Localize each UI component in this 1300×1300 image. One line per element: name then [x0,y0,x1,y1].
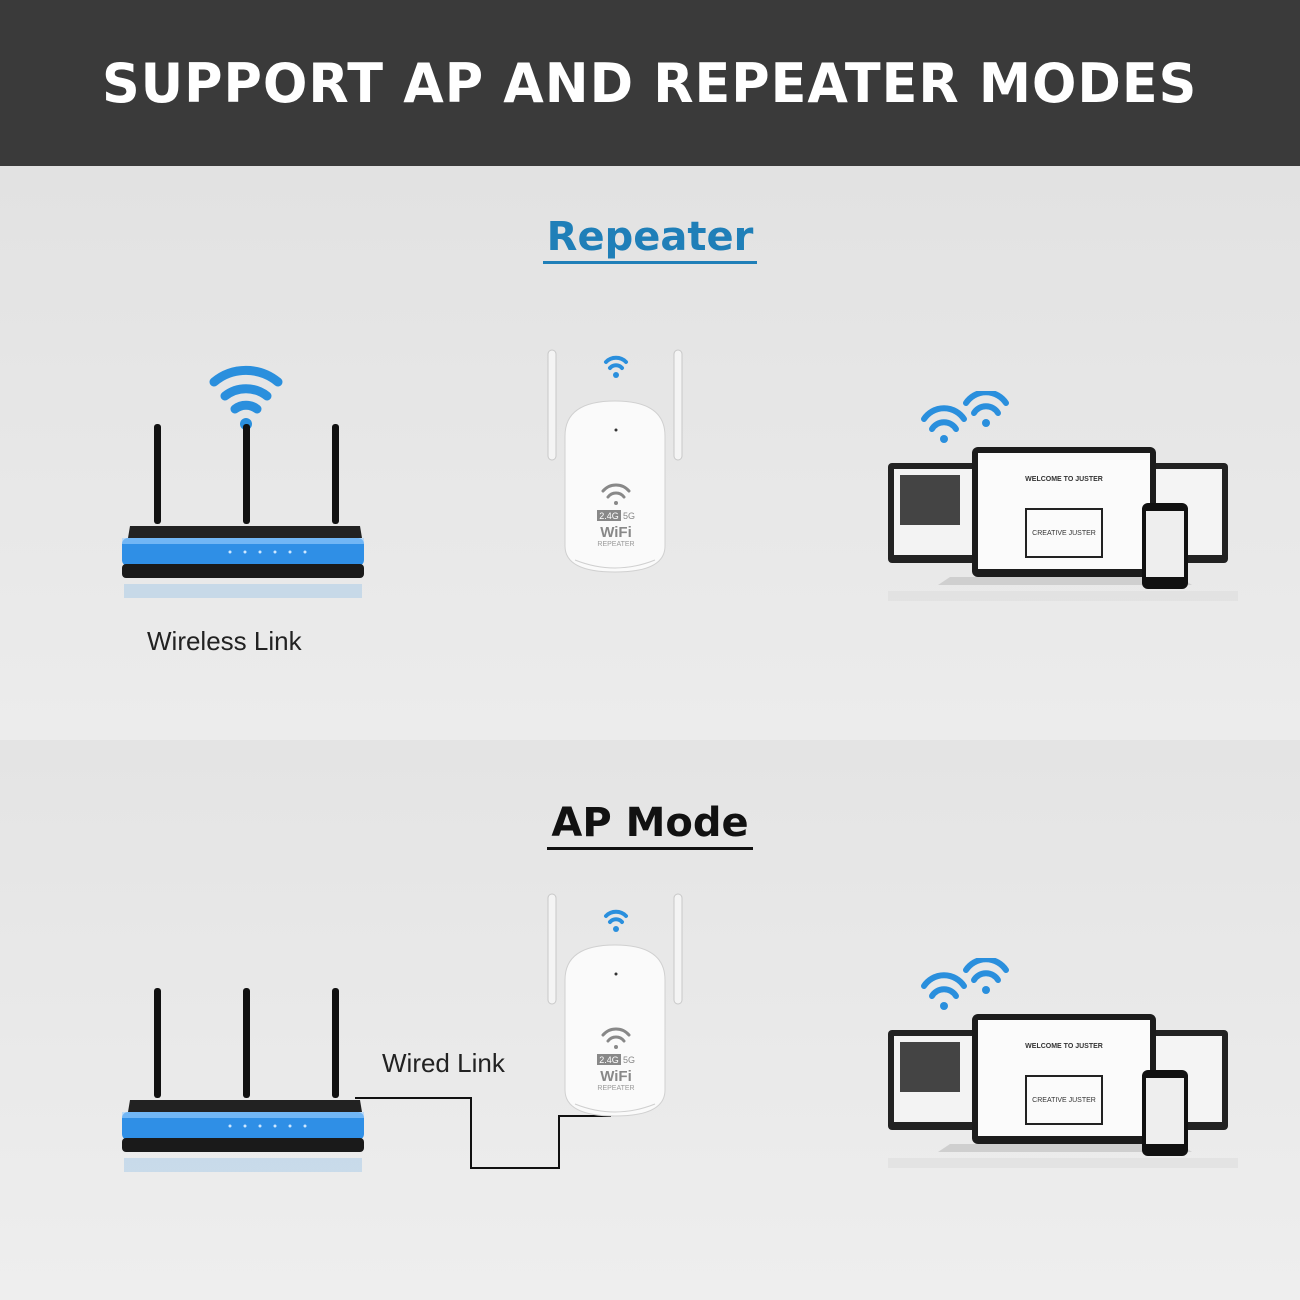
svg-text:5G: 5G [623,1055,635,1065]
svg-text:WELCOME TO JUSTER: WELCOME TO JUSTER [1025,476,1103,483]
ethernet-cable [355,1097,611,1169]
wireless-link-label: Wireless Link [147,626,302,656]
wifi-icon [921,958,1009,1010]
svg-text:REPEATER: REPEATER [597,541,634,548]
svg-text:CREATIVE JUSTER: CREATIVE JUSTER [1032,1097,1096,1104]
client-devices-icon: WELCOME TO JUSTER CREATIVE JUSTER [888,391,1238,601]
svg-text:WiFi: WiFi [600,524,632,541]
repeater-device-icon: 2.4G 5G WiFi REPEATER [547,349,683,573]
svg-text:2.4G: 2.4G [599,511,619,521]
repeater-title: Repeater [0,214,1300,264]
svg-text:5G: 5G [623,511,635,521]
ap-mode-title: AP Mode [0,800,1300,850]
page-title: SUPPORT AP AND REPEATER MODES [102,51,1198,115]
svg-text:WELCOME TO JUSTER: WELCOME TO JUSTER [1025,1043,1103,1050]
repeater-section: Repeater Wireless Link [0,166,1300,740]
wifi-icon [209,365,283,430]
router-icon [122,988,364,1172]
svg-text:2.4G: 2.4G [599,1055,619,1065]
header-banner: SUPPORT AP AND REPEATER MODES [0,0,1300,166]
repeater-device-icon: 2.4G 5G WiFi REPEATER [547,893,683,1117]
router-icon [122,365,364,598]
svg-text:REPEATER: REPEATER [597,1085,634,1092]
wifi-icon [604,355,628,378]
client-devices-icon: WELCOME TO JUSTER CREATIVE JUSTER [888,958,1238,1168]
svg-text:CREATIVE JUSTER: CREATIVE JUSTER [1032,530,1096,537]
wifi-icon [604,909,628,932]
wifi-icon [921,391,1009,443]
wired-link-label: Wired Link [382,1048,505,1078]
ap-mode-section: AP Mode Wired Link [0,740,1300,1300]
svg-text:WiFi: WiFi [600,1068,632,1085]
